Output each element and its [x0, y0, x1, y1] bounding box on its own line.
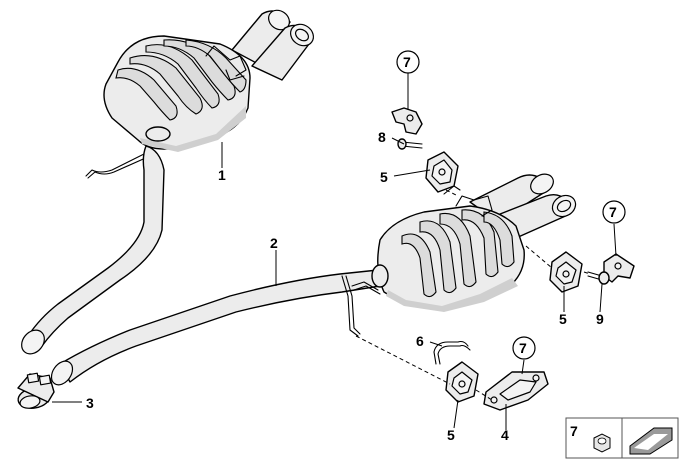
legend-number: 7	[570, 423, 578, 439]
svg-text:7: 7	[403, 54, 411, 70]
callout-7-right: 7	[602, 200, 626, 224]
callout-9: 9	[596, 311, 604, 327]
callout-6: 6	[416, 333, 424, 349]
assembly-line-5	[525, 245, 553, 269]
callout-5-upper: 5	[380, 169, 388, 185]
pipe-clamp	[17, 372, 55, 409]
callout-5-lower: 5	[447, 427, 455, 443]
callout-5-right: 5	[559, 311, 567, 327]
svg-text:7: 7	[609, 204, 617, 220]
assembly-line-2	[355, 335, 451, 385]
rubber-mount-upper	[425, 151, 459, 193]
upper-hanger-rod	[85, 151, 149, 177]
upper-tailpipes	[231, 9, 314, 81]
legend-box: 7	[565, 417, 679, 459]
rear-muffler-upper	[103, 9, 314, 152]
hex-nut-icon	[593, 433, 611, 453]
callout-7-lower: 7	[512, 336, 536, 360]
callout-7-upper: 7	[396, 50, 420, 74]
rubber-mount-right	[549, 251, 583, 293]
rear-muffler-lower	[371, 173, 577, 312]
callout-8: 8	[378, 129, 386, 145]
callout-1: 1	[218, 167, 226, 183]
hanger-bracket-upper	[391, 107, 423, 150]
assembly-line-1	[445, 189, 459, 197]
arrow-tag-icon	[629, 427, 673, 455]
hanger-bracket-right	[587, 253, 635, 285]
callout-2: 2	[270, 235, 278, 251]
assembly-line-3	[475, 389, 493, 401]
callout-3: 3	[86, 395, 94, 411]
rubber-mount-lower	[445, 361, 479, 403]
svg-text:7: 7	[519, 340, 527, 356]
intermediate-pipe	[21, 145, 381, 386]
assembly-line-4	[583, 271, 591, 275]
support-bracket	[483, 371, 549, 411]
callout-4: 4	[501, 427, 509, 443]
hanger-rod	[433, 340, 469, 365]
